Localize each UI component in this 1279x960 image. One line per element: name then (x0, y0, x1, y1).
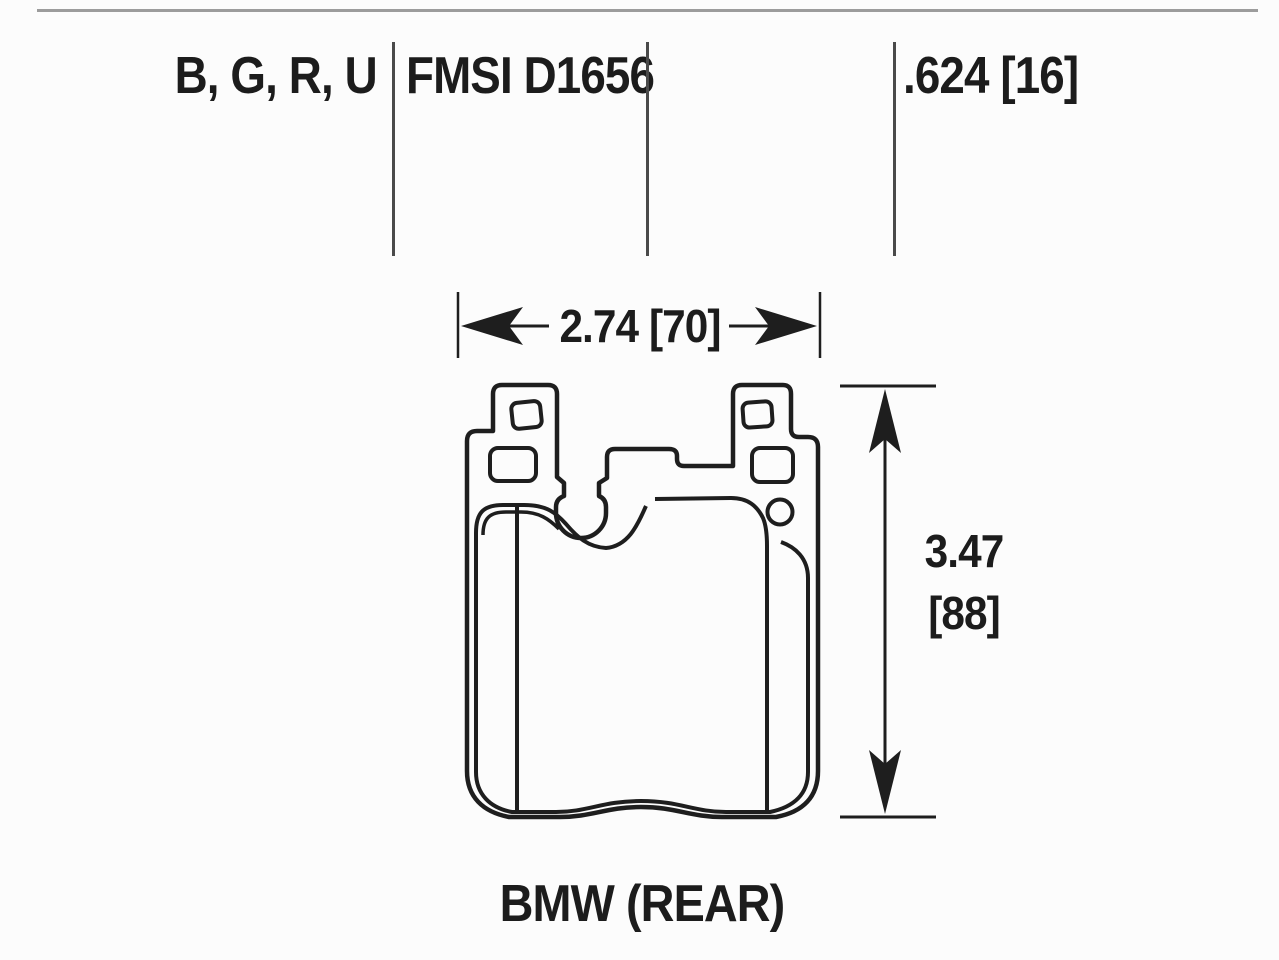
width-arrowhead-right (755, 307, 817, 345)
brake-pad-outline (464, 382, 821, 820)
height-dimension (840, 384, 936, 819)
height-dimension-value: 3.47 (924, 525, 1005, 577)
backplate-outer-outline (464, 382, 821, 820)
height-arrowhead-top (869, 389, 901, 453)
width-arrowhead-left (461, 307, 523, 345)
right-rect-hole (750, 446, 795, 484)
pad-top-edge (654, 496, 769, 810)
sensor-round-hole (765, 497, 795, 527)
right-tab-square-hole (740, 399, 775, 430)
height-dimension-metric: [88] (928, 587, 1001, 639)
application-caption: BMW (REAR) (499, 875, 786, 933)
compound-codes-label: B, G, R, U (174, 47, 378, 105)
fmsi-number-label: FMSI D1656 (406, 47, 655, 105)
width-dimension-label: 2.74 [70] (559, 300, 721, 352)
header-divider-1 (392, 42, 395, 256)
pad-thickness-label: .624 [16] (903, 47, 1079, 105)
height-arrowhead-bottom (869, 750, 901, 814)
left-tab-square-hole (509, 399, 544, 431)
pad-inner-parallel-edge (481, 510, 561, 536)
top-divider-rule (37, 9, 1258, 12)
width-dimension (456, 292, 822, 358)
left-rect-hole (488, 446, 538, 483)
pad-inner-outline (474, 503, 810, 814)
header-divider-2 (646, 42, 649, 256)
header-divider-3 (893, 42, 896, 256)
